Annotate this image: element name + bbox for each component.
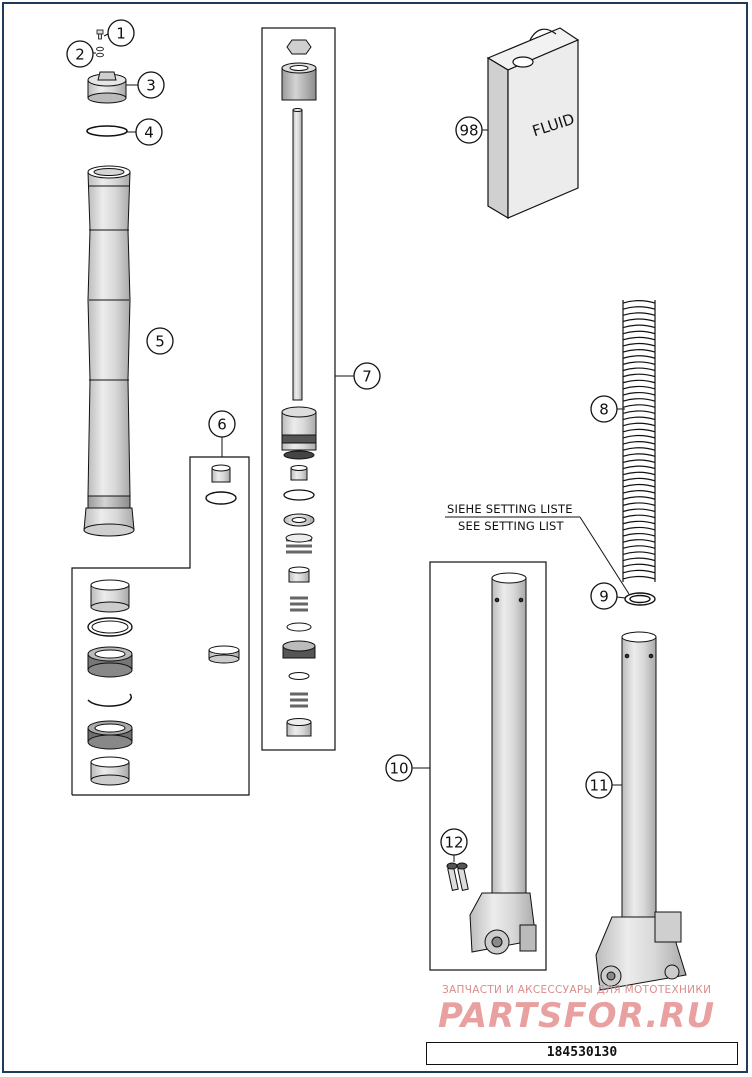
spring-coil	[622, 379, 656, 384]
part-9-spacer	[624, 592, 656, 606]
spring-coil	[622, 441, 656, 445]
spring-coil	[622, 306, 656, 310]
spring-coil	[622, 459, 656, 464]
part-12-bolts	[446, 862, 469, 891]
spring-coil	[622, 349, 656, 353]
spring-coil	[622, 483, 656, 488]
spring-coil	[622, 422, 656, 427]
spring-coil	[622, 508, 656, 513]
svg-text:12: 12	[444, 834, 463, 852]
callout-11: 11	[585, 771, 622, 799]
svg-text:3: 3	[146, 77, 156, 95]
part-4-o-ring	[86, 125, 128, 137]
part-3-screw-cap	[87, 71, 127, 104]
svg-text:6: 6	[217, 416, 227, 434]
watermark-tagline: ЗАПЧАСТИ И АКСЕССУАРЫ ДЛЯ МОТОТЕХНИКИ	[442, 984, 712, 996]
note-line-2: SEE SETTING LIST	[458, 519, 565, 533]
spring-coil	[622, 490, 656, 494]
spring-coil	[622, 520, 656, 525]
part-1-screw	[96, 29, 104, 40]
callout-7: 7	[353, 362, 381, 390]
spring-coil	[622, 569, 656, 574]
spring-coil	[622, 526, 656, 531]
spring-coil	[622, 428, 656, 433]
svg-text:8: 8	[599, 401, 609, 419]
spring-coil	[622, 477, 656, 482]
spring-coil	[622, 355, 656, 359]
svg-text:98: 98	[459, 122, 478, 140]
svg-text:9: 9	[599, 588, 609, 606]
spring-coil	[622, 453, 656, 457]
spring-coil	[622, 551, 656, 555]
spring-coil	[622, 563, 656, 568]
spring-coil	[622, 398, 656, 402]
spring-coil	[622, 330, 656, 335]
spring-coil	[622, 545, 656, 549]
spring-coil	[622, 336, 656, 341]
note-line-1: SIEHE SETTING LISTE	[447, 502, 573, 516]
part-10-inner-tube-assembly	[412, 561, 547, 971]
spring-coil	[622, 575, 656, 580]
spring-coil	[622, 496, 656, 500]
spring-coil	[622, 502, 656, 506]
spring-coil	[622, 514, 656, 519]
part-2-washer	[96, 46, 104, 58]
callout-8: 8	[590, 395, 625, 423]
spring-coil	[622, 416, 656, 421]
spring-coil	[622, 385, 656, 390]
svg-text:11: 11	[589, 777, 608, 795]
spring-coil	[622, 391, 656, 396]
callout-3: 3	[126, 71, 165, 99]
callout-12: 12	[440, 828, 468, 862]
callout-9: 9	[590, 582, 626, 610]
callout-5: 5	[146, 327, 174, 355]
spring-coil	[622, 367, 656, 372]
spring-coil	[622, 471, 656, 476]
part-11-inner-tube	[595, 631, 687, 991]
part-number: 184530130	[426, 1042, 738, 1065]
spring-coil	[622, 447, 656, 451]
svg-text:2: 2	[75, 46, 85, 64]
spring-coil	[622, 465, 656, 470]
spring-coil	[622, 557, 656, 562]
callout-1: 1	[103, 19, 135, 47]
part-7-cartridge	[261, 27, 354, 751]
spring-coil	[622, 539, 656, 543]
spring-coil	[622, 361, 656, 365]
callout-10: 10	[385, 754, 413, 782]
part-5-outer-tube	[83, 165, 135, 537]
svg-text:5: 5	[155, 333, 165, 351]
spring-coil	[622, 300, 656, 304]
svg-text:4: 4	[144, 124, 154, 142]
svg-text:10: 10	[389, 760, 408, 778]
spring-coil	[622, 532, 656, 537]
callout-2: 2	[66, 40, 96, 68]
spring-coil	[622, 410, 656, 414]
callout-4: 4	[127, 118, 163, 146]
svg-text:7: 7	[362, 368, 372, 386]
svg-text:1: 1	[116, 25, 126, 43]
spring-coil	[622, 324, 656, 329]
spring-coil	[622, 434, 656, 439]
spring-coil	[622, 373, 656, 378]
part-6-bushing-kit	[71, 437, 250, 796]
callout-6: 6	[208, 410, 236, 438]
part-8-spring	[622, 300, 656, 582]
watermark-logo: PARTSFOR.RU	[438, 996, 716, 1036]
spring-coil	[622, 318, 656, 323]
spring-coil	[622, 404, 656, 408]
callout-98: 98	[455, 116, 488, 144]
part-98-fluid-can	[486, 27, 580, 220]
spring-coil	[622, 312, 656, 316]
setting-note-leader	[445, 516, 630, 595]
spring-coil	[622, 342, 656, 347]
